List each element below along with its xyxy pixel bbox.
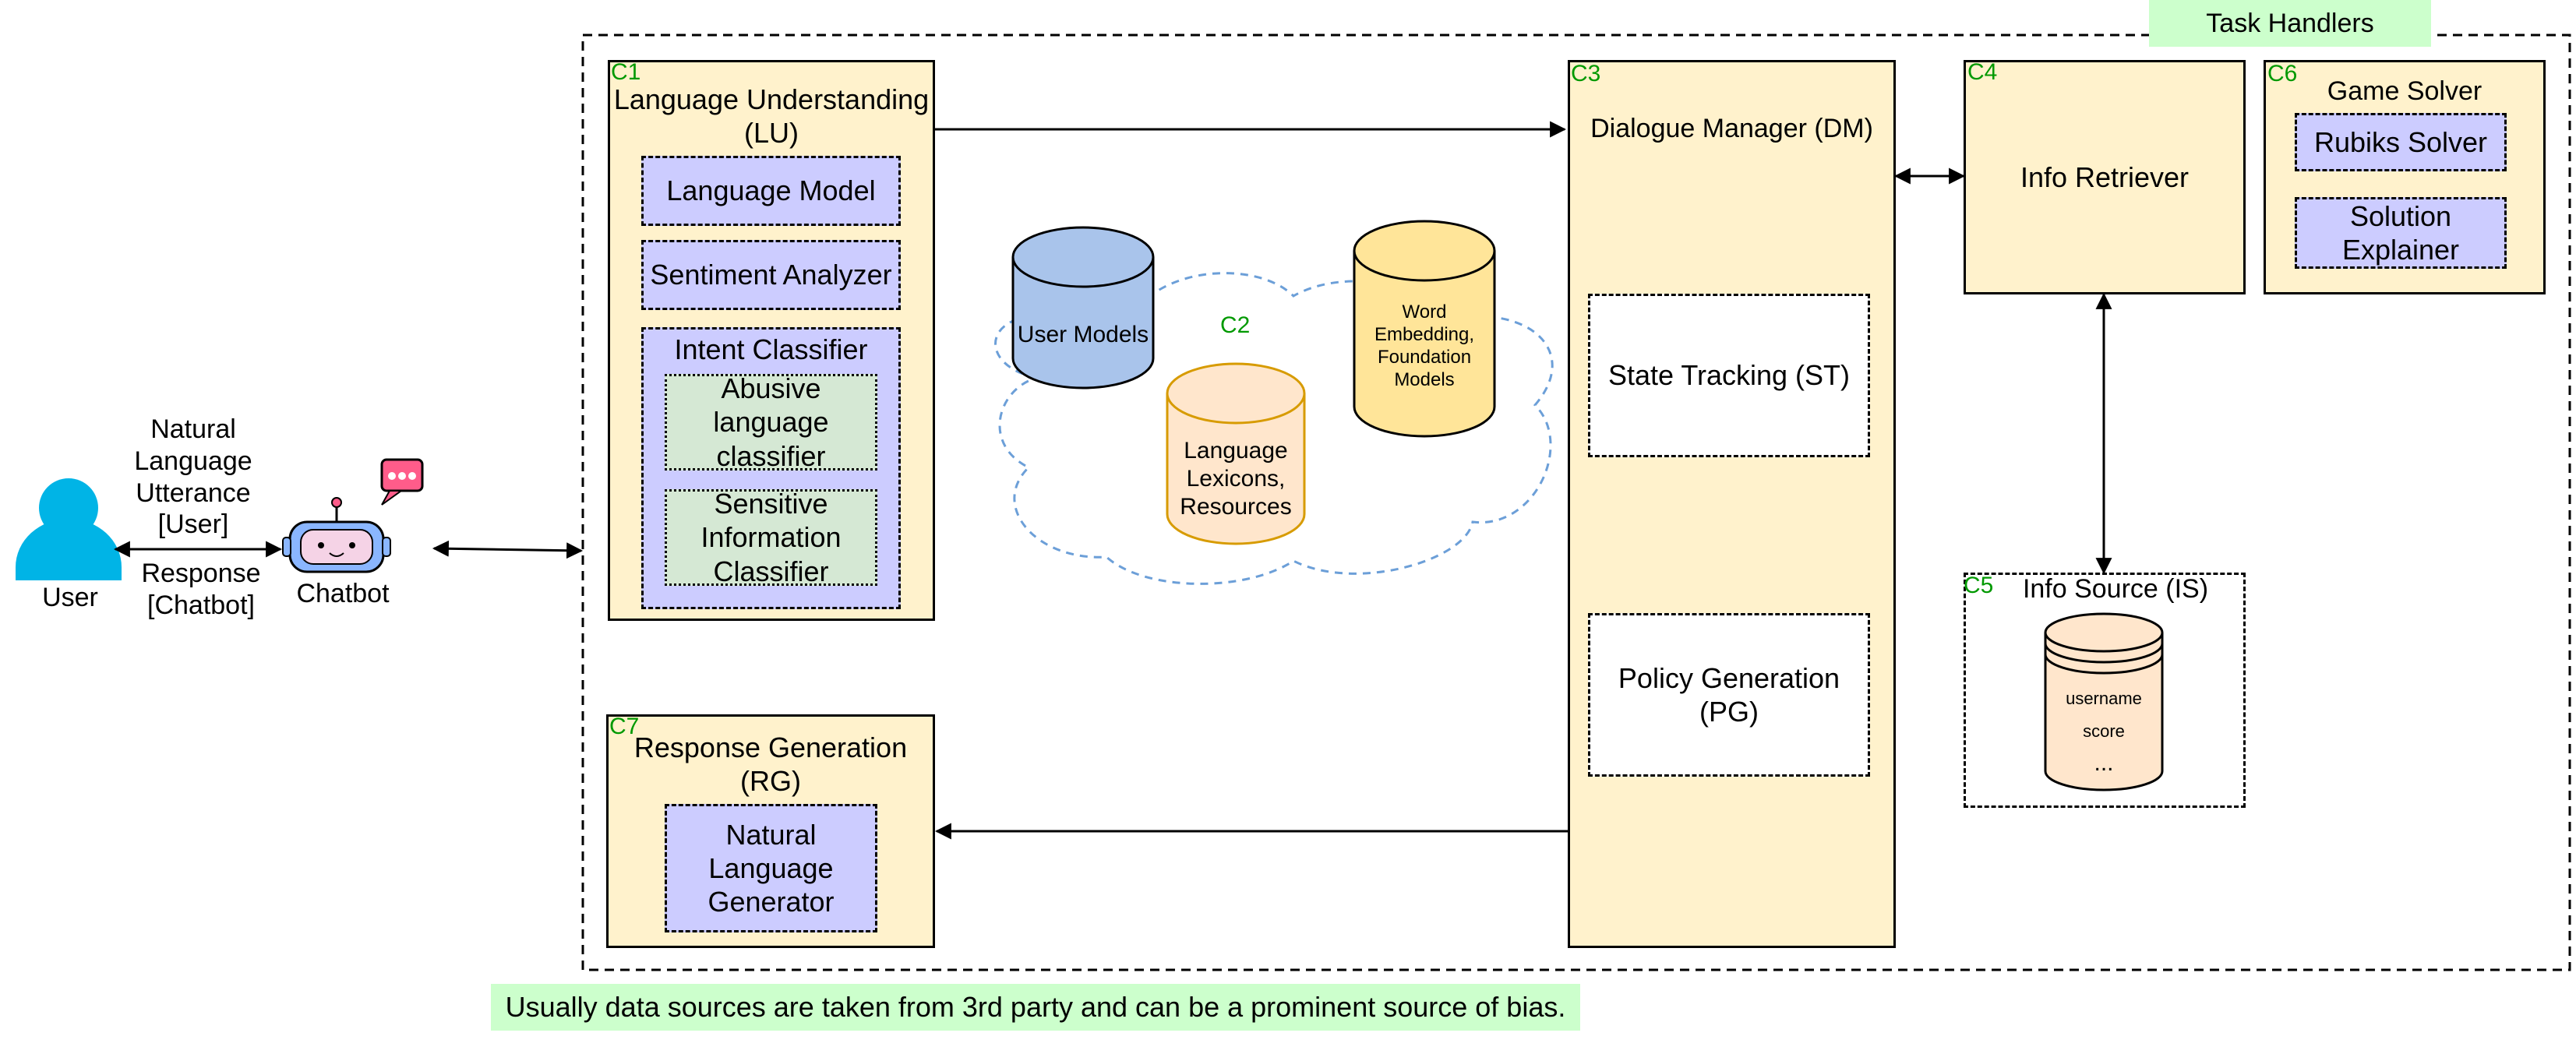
utterance-label: Natural Language Utterance [User] xyxy=(134,414,252,540)
info-retriever-component xyxy=(1964,60,2246,294)
chatbot-icon xyxy=(282,458,424,573)
rg-title: Response Generation (RG) xyxy=(633,731,908,798)
lexicons-label: Language Lexicons, Resources xyxy=(1180,438,1292,520)
info-source-field-username: username xyxy=(2066,688,2142,708)
info-source-title: Info Source (IS) xyxy=(2022,573,2209,604)
dm-title: Dialogue Manager (DM) xyxy=(1590,113,1873,143)
user-label: User xyxy=(42,582,98,612)
info-source-field-score: score xyxy=(2083,721,2125,741)
sensitive-classifier-box xyxy=(665,489,877,586)
chatbot-system-arrow xyxy=(432,540,584,559)
lu-id: C1 xyxy=(611,59,641,85)
info-retriever-id: C4 xyxy=(1967,59,1998,85)
dm-id: C3 xyxy=(1571,61,1601,86)
footnote-text: Usually data sources are taken from 3rd … xyxy=(505,991,1566,1024)
language-model-label: Language Model xyxy=(666,174,876,207)
system-boundary xyxy=(581,33,2571,971)
state-tracking-box xyxy=(1588,294,1870,457)
solution-explainer-label: Solution Explainer xyxy=(2341,199,2460,266)
lu-title: Language Understanding (LU) xyxy=(613,83,930,150)
info-source-field-more: ... xyxy=(2094,750,2114,776)
lexicons-database xyxy=(1166,362,1306,545)
chatbot-label: Chatbot xyxy=(296,578,390,608)
user-models-label: User Models xyxy=(1017,322,1149,347)
sentiment-analyzer-label: Sentiment Analyzer xyxy=(650,259,892,291)
policy-generation-box xyxy=(1588,613,1870,777)
embedding-label: Word Embedding, Foundation Models xyxy=(1374,301,1475,390)
rubiks-solver-label: Rubiks Solver xyxy=(2313,125,2488,158)
response-label: Response [Chatbot] xyxy=(141,559,261,620)
embedding-database xyxy=(1353,220,1496,438)
game-solver-id: C6 xyxy=(2267,61,2298,86)
dialogue-manager-component xyxy=(1568,60,1896,948)
sensitive-classifier-label: Sensitive Information Classifier xyxy=(700,488,842,587)
sentiment-analyzer-box xyxy=(641,240,901,310)
rg-id: C7 xyxy=(609,714,640,739)
language-model-box xyxy=(641,156,901,226)
game-solver-title: Game Solver xyxy=(2327,76,2482,106)
info-source-id: C5 xyxy=(1964,573,1994,598)
abusive-classifier-label: Abusive language classifier xyxy=(713,372,829,472)
user-models-database xyxy=(1011,226,1155,390)
footnote-box xyxy=(491,984,1580,1031)
rubiks-solver-box xyxy=(2295,113,2507,171)
policy-generation-label: Policy Generation (PG) xyxy=(1618,661,1840,728)
info-source-component xyxy=(1964,573,2246,808)
solution-explainer-box xyxy=(2295,197,2507,269)
intent-classifier-label: Intent Classifier xyxy=(674,333,868,366)
nlg-label: Natural Language Generator xyxy=(708,818,835,918)
nlg-box xyxy=(665,804,877,932)
data-sources-id: C2 xyxy=(1220,312,1251,338)
abusive-classifier-box xyxy=(665,374,877,471)
user-icon xyxy=(16,478,122,580)
info-source-database xyxy=(2044,612,2164,791)
state-tracking-label: State Tracking (ST) xyxy=(1607,359,1851,392)
task-handlers-label: Task Handlers xyxy=(2206,8,2374,38)
info-retriever-label: Info Retriever xyxy=(2020,160,2190,193)
task-handlers-tab xyxy=(2149,0,2431,47)
